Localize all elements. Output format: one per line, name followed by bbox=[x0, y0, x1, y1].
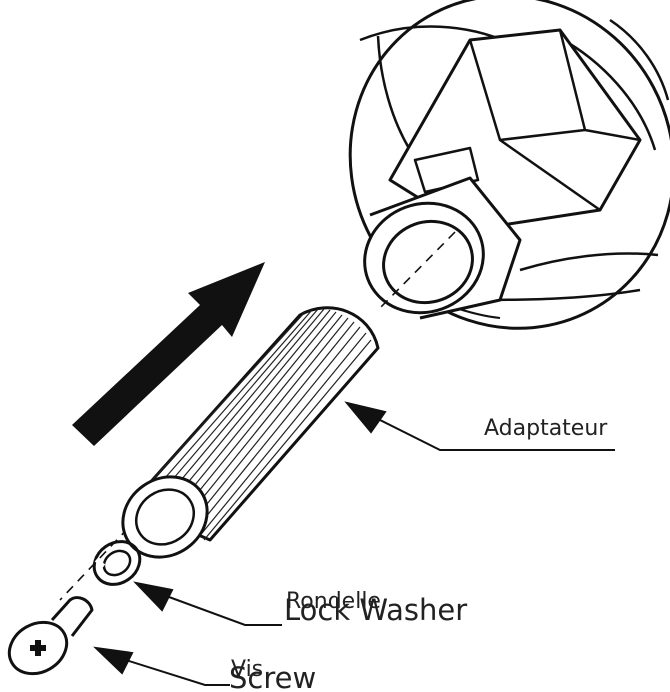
adapter-end-inner bbox=[135, 488, 195, 546]
washer-split bbox=[94, 558, 106, 568]
insert-direction-arrow bbox=[72, 262, 265, 446]
screw-part bbox=[7, 596, 94, 676]
hub-arc bbox=[559, 36, 657, 151]
screw-phillips-icon bbox=[30, 640, 46, 656]
washer-outer bbox=[92, 540, 142, 586]
adapter-label: Adaptateur bbox=[484, 416, 608, 441]
adapter-leader-arrowhead bbox=[344, 401, 387, 434]
callout-labels: Adaptateur Rondelle Lock Washer Vis Scre… bbox=[229, 416, 608, 692]
washer-label-fr: Rondelle bbox=[286, 589, 381, 614]
screw-label-en: Screw bbox=[229, 661, 316, 692]
washer-label-en: Lock Washer bbox=[284, 593, 467, 627]
washer-leader-line bbox=[149, 589, 282, 626]
washer-leader-arrowhead bbox=[133, 581, 174, 612]
adapter-part bbox=[121, 306, 380, 559]
adapter-knurling bbox=[137, 308, 372, 541]
lock-washer-part bbox=[92, 540, 142, 586]
adapter-leader-line bbox=[359, 409, 615, 451]
screw-shank bbox=[50, 596, 94, 637]
mounting-hub bbox=[348, 0, 670, 330]
hub-arc bbox=[376, 35, 412, 151]
screw-leader-line bbox=[109, 654, 230, 686]
hub-arc bbox=[519, 252, 659, 272]
hub-hex-edge bbox=[499, 128, 586, 142]
screw-leader-arrowhead bbox=[93, 646, 134, 675]
callout-leaders bbox=[93, 401, 615, 686]
washer-inner bbox=[102, 549, 132, 577]
hub-arc bbox=[609, 18, 670, 101]
screw-label-fr: Vis bbox=[231, 657, 263, 682]
